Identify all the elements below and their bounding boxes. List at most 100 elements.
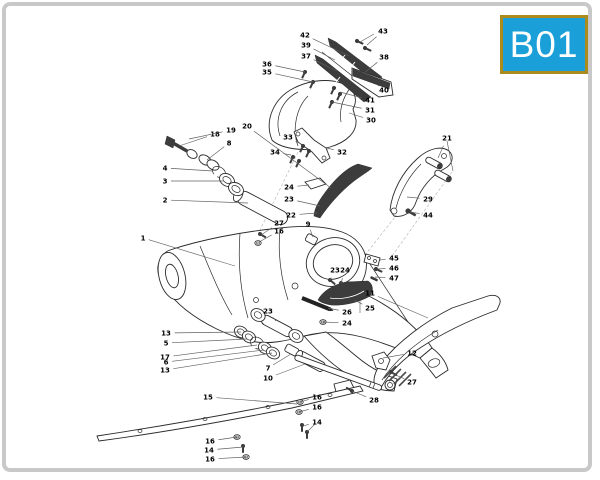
leader-line [170, 168, 214, 172]
leader-line [340, 278, 343, 284]
leader-line [366, 36, 377, 46]
callout-36: 36 [262, 60, 272, 68]
leader-line [171, 349, 265, 362]
leader-line [306, 423, 316, 433]
callout-9: 9 [306, 220, 311, 228]
callout-24: 24 [342, 319, 352, 327]
leader-line [379, 258, 386, 261]
callout-23: 23 [330, 266, 340, 274]
leader-line [377, 84, 380, 87]
callout-30: 30 [366, 116, 376, 124]
leader-line [382, 354, 404, 359]
leader-line [374, 276, 386, 278]
callout-13: 13 [160, 366, 170, 374]
callout-21: 21 [442, 134, 452, 142]
callout-20: 20 [242, 122, 252, 130]
leader-line [313, 48, 336, 61]
callout-22: 22 [286, 211, 296, 219]
callout-39: 39 [301, 41, 311, 49]
callout-16: 16 [312, 393, 322, 401]
leader-line [260, 227, 273, 236]
callout-31: 31 [365, 106, 375, 114]
leader-line [275, 73, 314, 83]
callout-12: 12 [407, 349, 417, 357]
callout-24: 24 [340, 266, 350, 274]
callout-35: 35 [262, 68, 272, 76]
leader-line [353, 299, 363, 305]
leader-line [309, 229, 314, 238]
leader-line [297, 200, 321, 207]
chain-slider-upper [304, 163, 373, 219]
brace-strip [96, 385, 364, 442]
callout-4: 4 [163, 164, 168, 172]
callout-8: 8 [227, 139, 232, 147]
callout-16: 16 [312, 403, 322, 411]
leader-line [302, 424, 309, 427]
callout-2: 2 [163, 196, 168, 204]
callout-40: 40 [379, 86, 389, 94]
leader-line [273, 317, 277, 322]
callout-46: 46 [389, 264, 399, 272]
callout-24: 24 [284, 183, 294, 191]
leader-line [326, 147, 334, 151]
rear-hugger [268, 80, 357, 151]
part-code-label: B01 [509, 23, 579, 65]
callout-11: 11 [365, 289, 375, 297]
leader-line [173, 352, 273, 369]
callout-32: 32 [337, 148, 347, 156]
leader-line [363, 62, 378, 74]
leader-line [206, 146, 225, 161]
callout-27: 27 [407, 378, 417, 386]
leader-line [331, 101, 362, 109]
callout-7: 7 [266, 364, 271, 372]
leader-line [351, 390, 367, 398]
torque-arm [389, 147, 453, 217]
callout-10: 10 [263, 374, 273, 382]
callout-43: 43 [378, 27, 388, 35]
fastener-hardware [233, 38, 398, 460]
pivot-bearing-set [164, 135, 244, 197]
leader-line [174, 331, 242, 334]
callout-3: 3 [163, 177, 168, 185]
callout-13: 13 [161, 329, 171, 337]
spacer-tubes [250, 308, 383, 391]
leader-line [297, 184, 310, 187]
leader-line [275, 363, 306, 376]
callout-1: 1 [141, 234, 146, 242]
callout-41: 41 [365, 96, 375, 104]
leader-line [283, 153, 292, 156]
callout-26: 26 [342, 308, 352, 316]
leader-line [409, 211, 420, 214]
leader-line [322, 321, 339, 323]
leader-line [188, 131, 223, 140]
callout-16: 16 [205, 455, 215, 463]
callout-34: 34 [270, 148, 280, 156]
leader-line [390, 372, 405, 379]
chain-slider-lower [301, 280, 373, 312]
leader-line [406, 196, 420, 199]
leader-line [299, 399, 309, 403]
callout-15: 15 [203, 393, 213, 401]
leader-line [348, 112, 363, 118]
leader-line [218, 436, 238, 441]
part-code-badge: B01 [500, 15, 588, 74]
chain-guide-slats [314, 37, 383, 103]
leader-line [377, 296, 429, 319]
callout-14: 14 [204, 446, 214, 454]
callout-33: 33 [283, 133, 293, 141]
callout-18: 18 [210, 130, 220, 138]
leader-line [446, 140, 454, 172]
callout-6: 6 [164, 358, 169, 366]
leader-line [339, 91, 362, 99]
leader-line [313, 59, 338, 72]
guide-block [351, 67, 394, 98]
callout-28: 28 [369, 396, 379, 404]
callout-16: 16 [205, 437, 215, 445]
leader-line [295, 140, 302, 145]
leader-line [359, 33, 375, 43]
callout-23: 23 [284, 195, 294, 203]
leader-line [173, 344, 258, 357]
leader-line [312, 38, 350, 57]
